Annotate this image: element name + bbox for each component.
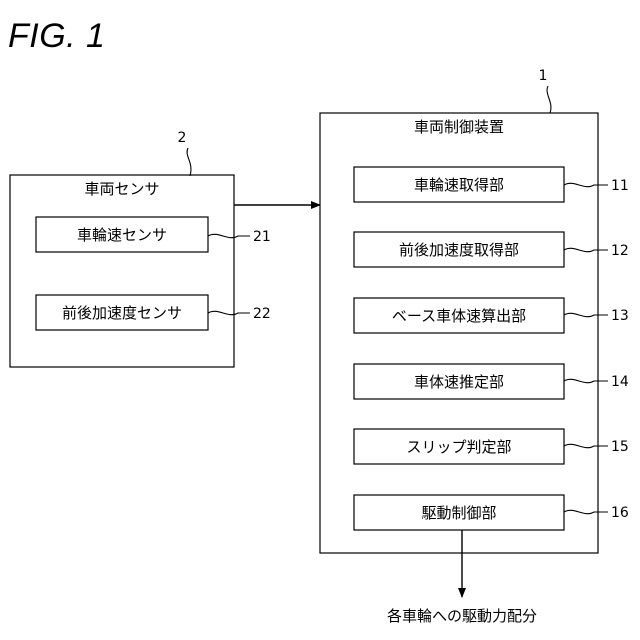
output-label: 各車輪への駆動力配分 [387, 607, 537, 625]
module-ref: 13 [611, 308, 629, 324]
module-label: 駆動制御部 [421, 504, 496, 522]
module-ref: 12 [611, 243, 629, 259]
module-label: 車輪速取得部 [414, 176, 504, 194]
control-device: 車両制御装置 1 車輪速取得部 11 前後加速度取得部 12 ベース車体速算出部… [320, 68, 629, 553]
module-label: スリップ判定部 [406, 438, 511, 456]
sensor-group: 車両センサ 2 車輪速センサ 21 前後加速度センサ 22 [10, 130, 271, 367]
sensor-item-label: 前後加速度センサ [62, 304, 182, 322]
control-device-ref: 1 [539, 68, 548, 84]
control-device-leader [547, 86, 551, 113]
sensor-group-leader [187, 148, 191, 176]
sensor-item-ref: 22 [253, 306, 271, 322]
control-device-title: 車両制御装置 [414, 118, 504, 136]
module-label: ベース車体速算出部 [392, 307, 526, 325]
module-label: 車体速推定部 [414, 373, 504, 391]
module-ref: 16 [611, 505, 629, 521]
sensor-item-wheel-speed: 車輪速センサ 21 [36, 217, 271, 252]
module-label: 前後加速度取得部 [399, 241, 519, 259]
module-ref: 15 [611, 439, 629, 455]
sensor-item-ref: 21 [253, 229, 271, 245]
sensor-group-box [10, 175, 234, 367]
module-ref: 11 [611, 178, 629, 194]
module-ref: 14 [611, 374, 629, 390]
sensor-group-ref: 2 [178, 130, 187, 146]
sensor-group-title: 車両センサ [84, 180, 159, 198]
sensor-item-label: 車輪速センサ [77, 226, 167, 244]
sensor-item-longitudinal-accel: 前後加速度センサ 22 [36, 295, 271, 330]
